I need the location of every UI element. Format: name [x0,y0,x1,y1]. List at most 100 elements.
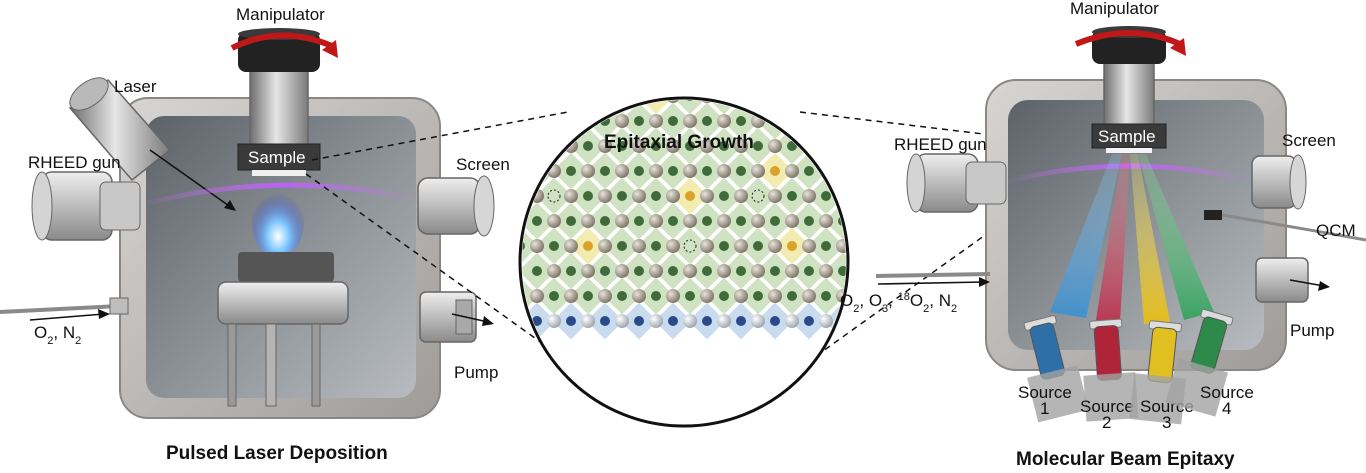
anion-atom [598,100,612,103]
anion-atom [819,114,833,128]
cation-atom [804,316,814,326]
cation-atom [719,191,729,201]
anion-atom [530,100,544,103]
cation-atom [532,266,542,276]
cation-atom [566,266,576,276]
anion-atom [564,189,578,203]
anion-atom [785,114,799,128]
epitaxial-inset [518,96,867,428]
cation-atom [719,291,729,301]
cation-atom [634,266,644,276]
cation-atom [651,141,661,151]
gas-arrow-left [29,313,105,321]
cation-atom [770,216,780,226]
screen-right [1251,154,1307,210]
source-label-1: Source [1018,383,1072,402]
pump-port-right [1255,257,1309,303]
lattice-tile [807,100,845,115]
gas-inlet-right [875,272,991,278]
source-label-2: Source [1080,397,1134,416]
anion-atom [768,239,782,253]
anion-atom [734,139,748,153]
gas-subscript: 2 [951,303,957,315]
rotation-arrow-right [1074,30,1182,47]
anion-atom [649,214,663,228]
cation-atom [736,316,746,326]
cation-atom [532,316,542,326]
target-carousel [217,252,349,407]
lattice-tile [773,100,811,115]
anion-atom [700,189,714,203]
cation-atom [617,100,627,101]
cation-atom [685,191,695,201]
anion-atom [734,239,748,253]
cation-atom [651,291,661,301]
anion-atom [700,139,714,153]
anion-atom [802,189,816,203]
cation-atom [685,141,695,151]
cation-atom [600,316,610,326]
anion-atom [785,164,799,178]
gas-arrowhead-right [979,277,990,287]
gas-subscript: 3 [882,303,888,315]
anion-atom [768,289,782,303]
anion-atom [853,114,867,128]
lattice-tile [522,102,556,140]
laser-arrowhead [224,200,236,211]
screen-label-left: Screen [456,155,510,174]
cation-atom [549,241,559,251]
rheed-gun-left [31,171,141,241]
anion-atom [615,314,629,328]
qcm-label: QCM [1316,221,1356,240]
anion-atom [632,100,646,103]
cation-atom [566,316,576,326]
anion-atom [734,289,748,303]
sample-right [1106,148,1152,153]
cation-atom [617,141,627,151]
cation-atom [668,316,678,326]
epitaxial-growth-title: Epitaxial Growth [604,132,754,153]
cation-atom [753,291,763,301]
gas-valve-left [109,297,129,315]
manipulator-label-left: Manipulator [236,5,325,24]
anion-atom [615,264,629,278]
anion-atom [802,100,816,103]
source-label-4: Source [1200,383,1254,402]
cation-atom [804,166,814,176]
anion-atom [581,164,595,178]
anion-atom [836,139,846,153]
cation-atom [634,116,644,126]
cation-atom [702,266,712,276]
cation-atom [583,291,593,301]
cation-atom [821,291,831,301]
anion-atom [734,100,748,103]
cation-atom [719,100,729,101]
cation-atom [821,141,831,151]
cation-atom [583,141,593,151]
cation-atom [770,266,780,276]
plasma-plume [252,186,304,258]
zoom-line-bottom-left [305,173,561,357]
lattice-tile [739,177,777,215]
cation-atom [634,166,644,176]
gas-element: O [869,291,882,310]
laser-beam [149,149,233,209]
anion-atom [632,289,646,303]
cation-atom [522,191,525,201]
cation-atom [617,291,627,301]
cation-atom [600,166,610,176]
anion-atom [836,239,846,253]
anion-atom [717,214,731,228]
gas-subscript: 2 [75,335,81,347]
anion-atom [751,214,765,228]
source-flange [1083,372,1139,422]
rheed-beam-left [139,182,421,208]
cation-atom [685,291,695,301]
sample-holder-left [237,143,321,171]
sample-label-left: Sample [248,148,306,167]
anion-atom [598,139,612,153]
cation-atom [651,191,661,201]
anion-atom [751,314,765,328]
anion-atom [853,164,867,178]
anion-atom [785,214,799,228]
